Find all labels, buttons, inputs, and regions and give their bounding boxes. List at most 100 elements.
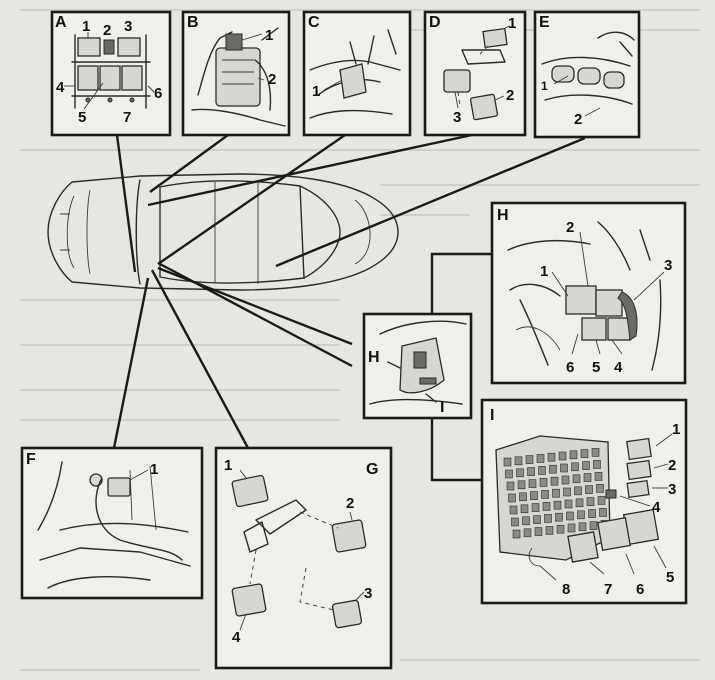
panel-g-callout-4: 4 (232, 629, 241, 646)
panel-d: D 1 2 3 (423, 10, 527, 137)
fuse-slot (528, 479, 537, 488)
fuse-slot (514, 456, 523, 466)
panel-a-label: A (55, 14, 67, 31)
fuse-slot (574, 486, 582, 496)
fuse-slot (503, 457, 512, 467)
fuse-slot (578, 522, 587, 532)
fuse-slot (567, 523, 576, 533)
panel-f-callout-1: 1 (150, 461, 158, 478)
car-top-view (47, 173, 399, 291)
fuse-slot (593, 460, 601, 469)
fuse-slot (594, 472, 603, 481)
fuse-slot (538, 466, 546, 475)
panel-i-callout-3: 3 (668, 481, 676, 498)
fuse-slot (556, 524, 565, 534)
fuse-slot (508, 493, 516, 503)
fuse-slot (566, 511, 574, 521)
fuse-slot (517, 480, 526, 490)
panel-e: E 1 2 (533, 10, 641, 139)
fuse-slot (575, 498, 584, 508)
fuse-slot (525, 455, 534, 464)
panel-i: I 1 2 3 4 5 6 7 8 (480, 398, 688, 605)
panel-e-label: E (539, 14, 550, 31)
panel-a-callout-3: 3 (124, 18, 132, 35)
panel-c-label: C (308, 14, 320, 31)
fuse-slot (533, 515, 541, 524)
fuse-slot (519, 492, 527, 502)
panel-h-callout-4: 4 (614, 359, 623, 376)
fuse-slot (505, 469, 513, 479)
panel-h: H 1 2 3 4 5 6 (490, 201, 687, 385)
fuse-slot (583, 473, 592, 482)
panel-b-callout-1: 1 (265, 27, 273, 44)
fuse-slot (550, 476, 559, 486)
panel-e-callout-2: 2 (574, 111, 582, 128)
panel-a-callout-2: 2 (103, 22, 111, 39)
panel-a-callout-4: 4 (56, 79, 65, 96)
fuse-grid (503, 448, 609, 539)
fuse-slot (582, 461, 590, 470)
panel-i-callout-5: 5 (666, 569, 674, 586)
fuse-slot (589, 521, 598, 530)
fuse-slot (534, 527, 543, 536)
fuse-slot (552, 488, 560, 498)
panel-b-label: B (187, 14, 199, 31)
fuse-slot (569, 450, 578, 460)
fuse-slot (597, 496, 606, 505)
panel-a-callout-1: 1 (82, 18, 90, 35)
panel-h-callout-3: 3 (664, 257, 672, 274)
dashboard-marker-h: H (368, 349, 380, 366)
fuse-slot (564, 499, 573, 509)
panel-d-callout-1: 1 (508, 15, 516, 32)
fuse-slot (545, 526, 554, 535)
fuse-slot (596, 484, 604, 493)
panel-b-callout-2: 2 (268, 71, 276, 88)
panel-h-callout-1: 1 (540, 263, 548, 280)
panel-i-callout-7: 7 (604, 581, 612, 598)
fuse-slot (558, 451, 567, 461)
panel-d-callout-2: 2 (506, 87, 514, 104)
fuse-slot (555, 512, 563, 522)
fuse-slot (547, 452, 556, 462)
fuse-slot (585, 485, 593, 494)
fuse-slot (560, 463, 568, 473)
leader-lines (112, 133, 586, 482)
panel-i-callout-8: 8 (562, 581, 570, 598)
panel-i-label: I (490, 407, 494, 424)
panel-g: G 1 2 3 4 (214, 446, 393, 670)
fuse-slot (522, 516, 530, 526)
fuse-slot (561, 475, 570, 485)
panel-e-callout-1: 1 (541, 79, 548, 93)
fuse-slot (542, 502, 551, 511)
fuse-slot (549, 464, 557, 474)
fuse-slot (580, 449, 589, 458)
fuse-slot (572, 474, 581, 484)
panel-g-callout-3: 3 (364, 585, 372, 602)
fuse-slot (577, 510, 585, 520)
panel-a-callout-5: 5 (78, 109, 86, 126)
fuse-slot (591, 448, 600, 457)
panel-h-callout-2: 2 (566, 219, 574, 236)
panel-f: F 1 (20, 446, 204, 600)
fuse-slot (536, 454, 545, 463)
panel-g-callout-1: 1 (224, 457, 232, 474)
fuse-slot (563, 487, 571, 497)
panel-h-callout-5: 5 (592, 359, 600, 376)
panel-a: A 1 2 3 4 5 6 7 (50, 10, 172, 137)
panel-f-label: F (26, 451, 36, 468)
panel-a-callout-7: 7 (123, 109, 131, 126)
fuse-slot (541, 490, 549, 499)
fuse-slot (599, 508, 607, 517)
fuse-slot (530, 491, 538, 500)
fuse-slot (506, 481, 515, 491)
fuse-slot (539, 478, 548, 487)
panel-g-callout-2: 2 (346, 495, 354, 512)
dashboard-inset: H I (362, 312, 473, 420)
fuse-slot (512, 529, 521, 539)
fuse-slot (544, 514, 552, 523)
fuse-slot (553, 500, 562, 510)
fuse-slot (511, 517, 519, 527)
fuse-slot (588, 509, 596, 518)
fuse-slot (527, 467, 535, 476)
